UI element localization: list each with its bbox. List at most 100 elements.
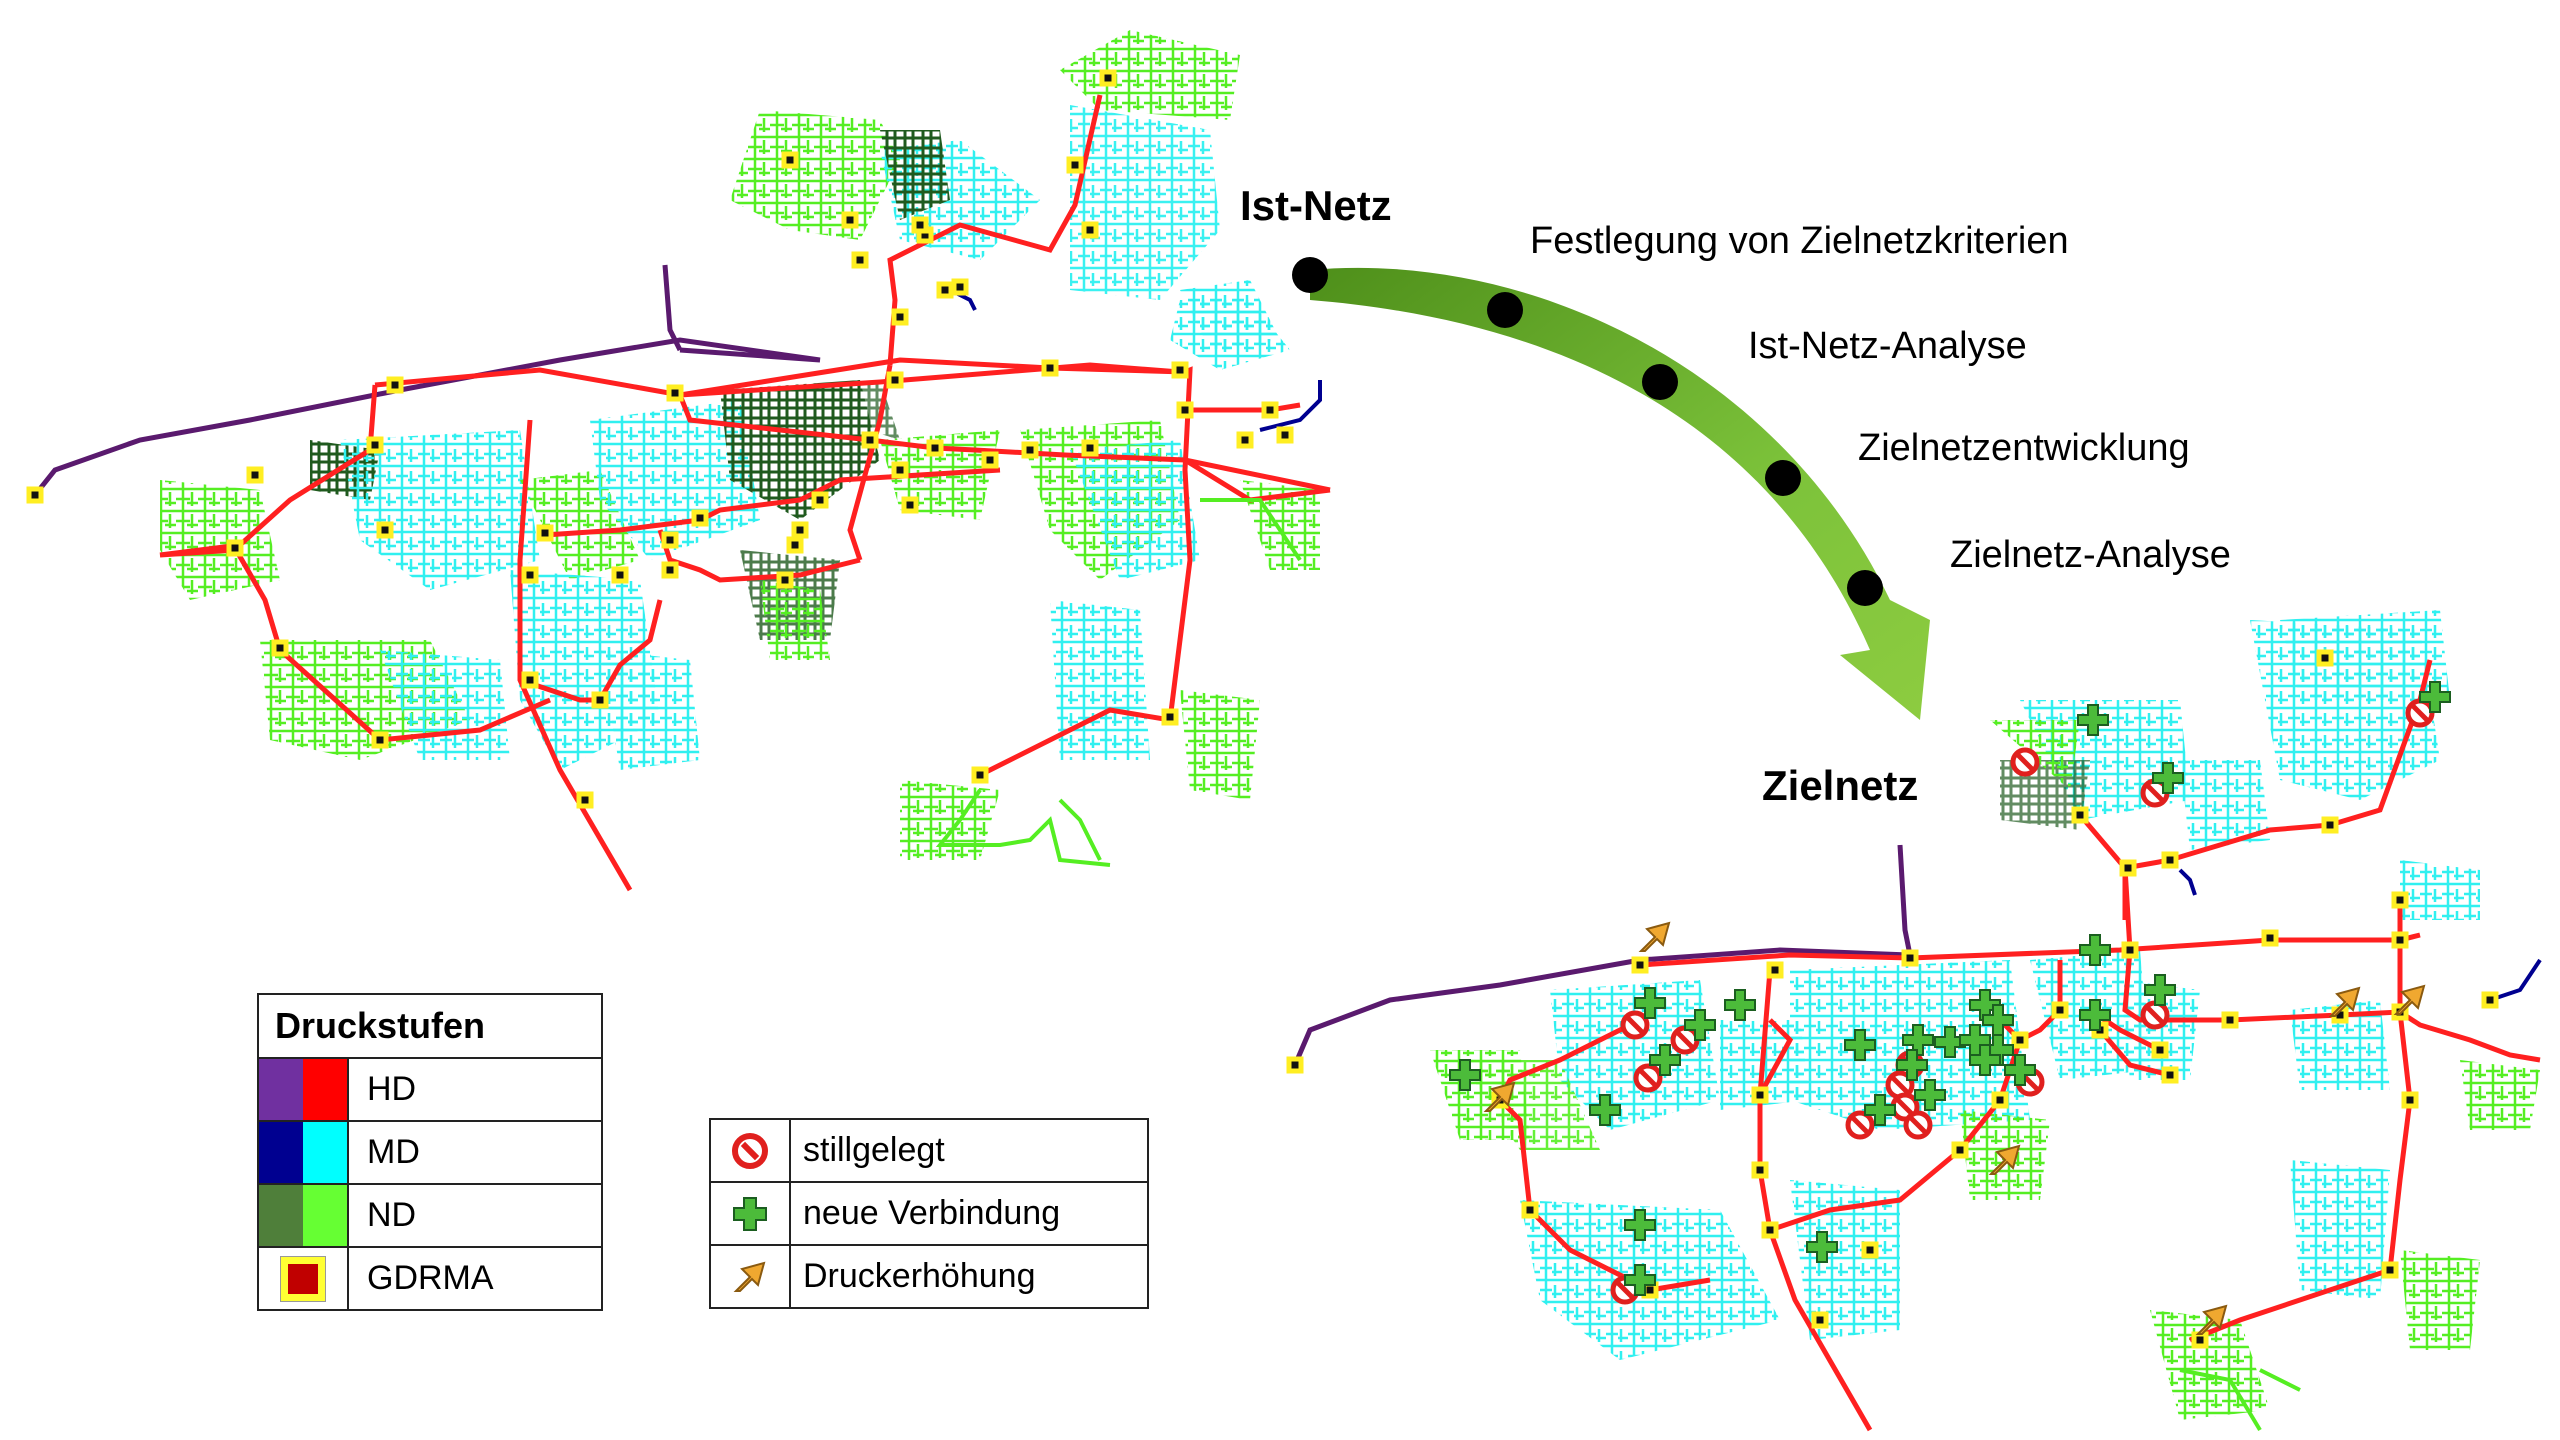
ist-hd-lines <box>159 94 1331 892</box>
gdrma-marker <box>2481 991 2499 1009</box>
process-start-dot <box>1292 257 1328 293</box>
arrow-up-marker <box>1638 921 1671 952</box>
process-arrow-body <box>1310 267 1930 720</box>
legend-markers: stillgelegt neue Verbindung Druckerhöhun… <box>709 1118 1149 1309</box>
gdrma-marker <box>2071 806 2089 824</box>
plus-marker <box>1589 1094 1621 1126</box>
gdrma-marker <box>366 436 384 454</box>
process-step-dot <box>1642 364 1678 400</box>
ziel-neue-verbindung-markers <box>1449 681 2451 1296</box>
process-step-dot <box>1847 570 1883 606</box>
ziel-nd-lines <box>2179 1368 2301 1432</box>
ist-netz-label: Ist-Netz <box>1240 182 1392 229</box>
gdrma-swatch <box>281 1256 325 1301</box>
gdrma-marker <box>1236 431 1254 449</box>
gdrma-marker <box>841 211 859 229</box>
plus-marker <box>2079 934 2111 966</box>
gdrma-marker <box>1766 961 1784 979</box>
plus-marker <box>1624 1209 1656 1241</box>
gdrma-marker <box>2191 1331 2209 1349</box>
gdrma-marker <box>1099 69 1117 87</box>
process-step-4: Zielnetz-Analyse <box>1950 534 2231 576</box>
gdrma-marker <box>951 278 969 296</box>
gdrma-marker <box>2391 891 2409 909</box>
gdrma-marker <box>536 524 554 542</box>
prohibited-icon <box>732 1132 768 1169</box>
legend-row-nd: ND <box>257 1183 603 1248</box>
legend-label: GDRMA <box>347 1246 603 1311</box>
gdrma-marker <box>386 376 404 394</box>
md-swatch <box>259 1122 347 1183</box>
gdrma-marker <box>2151 1041 2169 1059</box>
process-step-1: Festlegung von Zielnetzkriterien <box>1530 220 2069 262</box>
gdrma-marker <box>2161 851 2179 869</box>
gdrma-marker <box>1276 426 1294 444</box>
gdrma-marker <box>591 691 609 709</box>
gdrma-marker <box>781 151 799 169</box>
legend-label: HD <box>347 1057 603 1122</box>
gdrma-marker <box>1951 1141 1969 1159</box>
gdrma-marker <box>691 509 709 527</box>
plus-marker <box>1934 1026 1966 1058</box>
gdrma-marker <box>2381 1261 2399 1279</box>
gdrma-marker <box>2161 1066 2179 1084</box>
arrow-up-marker <box>2393 984 2426 1015</box>
gdrma-marker <box>891 461 909 479</box>
gdrma-marker <box>611 566 629 584</box>
process-step-3: Zielnetzentwicklung <box>1858 427 2190 469</box>
arrow-up-marker <box>2328 986 2361 1017</box>
plus-marker <box>1449 1059 1481 1091</box>
zielnetz-label: Zielnetz <box>1762 762 1918 809</box>
gdrma-marker <box>1751 1086 1769 1104</box>
process-step-2: Ist-Netz-Analyse <box>1748 325 2027 367</box>
gdrma-marker <box>2321 816 2339 834</box>
plus-marker <box>1864 1094 1896 1126</box>
prohibited-marker <box>1903 1110 1933 1140</box>
prohibited-marker <box>1633 1063 1663 1093</box>
prohibited-marker <box>2405 698 2435 728</box>
legend-row-md: MD <box>257 1120 603 1185</box>
arrow-up-marker <box>1988 1144 2021 1175</box>
gdrma-marker <box>1861 1241 1879 1259</box>
prohibited-marker <box>1620 1010 1650 1040</box>
legend-label: Druckerhöhung <box>789 1244 1149 1309</box>
gdrma-marker <box>1521 1201 1539 1219</box>
ist-netz-map <box>26 30 1331 892</box>
plus-marker <box>1649 1044 1681 1076</box>
gdrma-marker <box>971 766 989 784</box>
gdrma-marker <box>1081 221 1099 239</box>
gdrma-marker <box>2121 941 2139 959</box>
gdrma-marker <box>1261 401 1279 419</box>
legend-label: ND <box>347 1183 603 1248</box>
gdrma-marker <box>1991 1091 2009 1109</box>
gdrma-marker <box>2011 1031 2029 1049</box>
gdrma-marker <box>1901 949 1919 967</box>
plus-marker <box>2144 974 2176 1006</box>
plus-marker <box>1969 1044 2001 1076</box>
nd-swatch <box>259 1185 347 1246</box>
gdrma-marker <box>1066 156 1084 174</box>
gdrma-marker <box>1751 1161 1769 1179</box>
plus-marker <box>1806 1231 1838 1263</box>
legend-druckstufen: Druckstufen HD MD ND GDRMA <box>257 993 603 1311</box>
plus-marker <box>2419 681 2451 713</box>
gdrma-marker <box>911 216 929 234</box>
legend-row-hd: HD <box>257 1057 603 1122</box>
gdrma-marker <box>521 671 539 689</box>
process-arrow <box>1292 257 1930 720</box>
gdrma-marker <box>2401 1091 2419 1109</box>
plus-marker <box>1634 987 1666 1019</box>
plus-marker <box>1914 1079 1946 1111</box>
prohibited-marker <box>2140 1000 2170 1030</box>
gdrma-marker <box>891 308 909 326</box>
gdrma-marker <box>1081 439 1099 457</box>
prohibited-marker <box>2010 747 2040 777</box>
plus-marker <box>2079 999 2111 1031</box>
gdrma-marker <box>2261 929 2279 947</box>
gdrma-marker <box>1811 1311 1829 1329</box>
gdrma-marker <box>26 486 44 504</box>
gdrma-marker <box>661 561 679 579</box>
plus-marker <box>1902 1024 1934 1056</box>
plus-marker <box>2077 704 2109 736</box>
